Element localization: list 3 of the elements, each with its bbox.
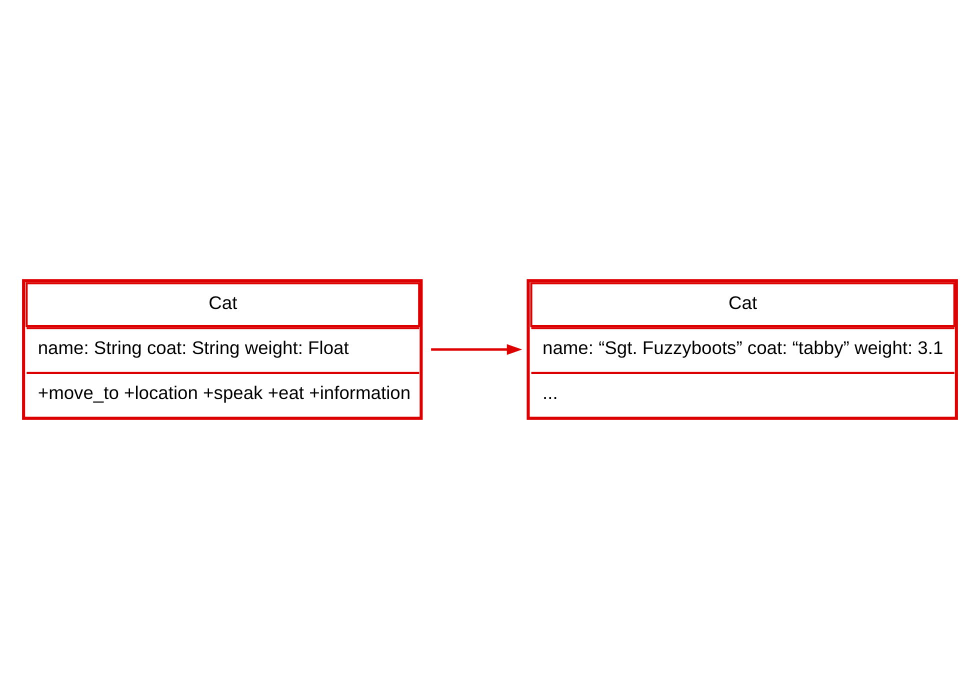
node-box: Cat name: String coat: String weight: Float +move_to +location +speak +eat +information <box>22 278 423 420</box>
arrow <box>431 344 522 354</box>
node-box: Cat name: “Sgt. Fuzzyboots” coat: “tabby” weight: 3.1 ... <box>526 278 958 420</box>
